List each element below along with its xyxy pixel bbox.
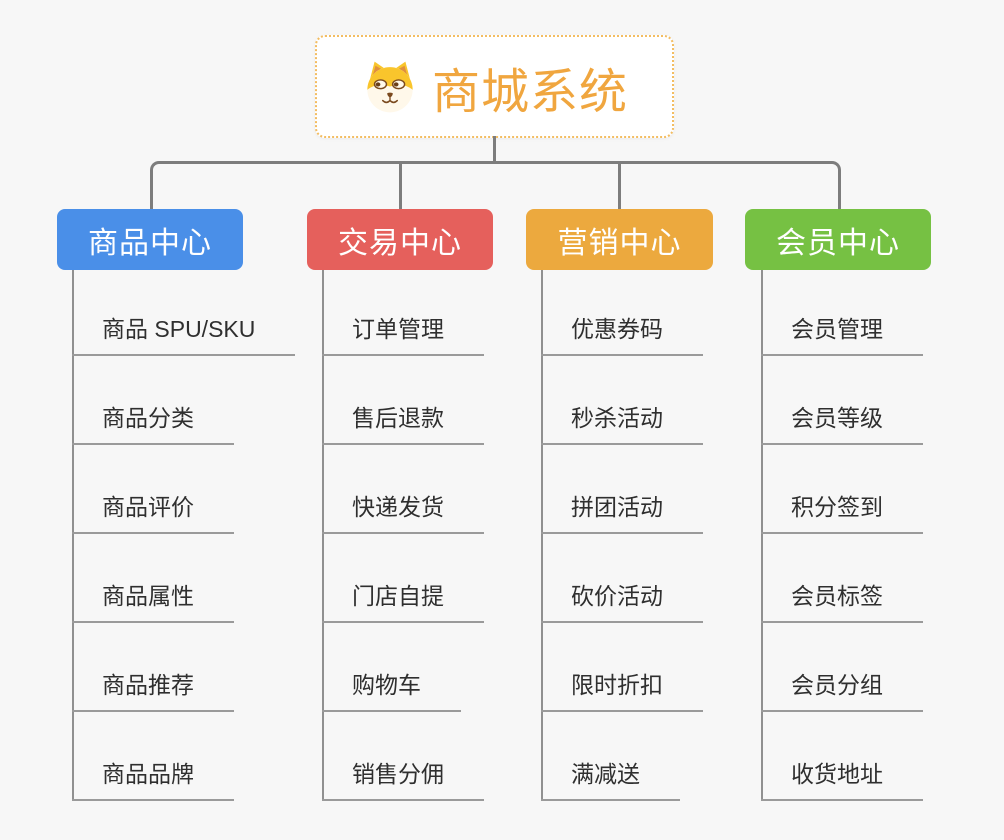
branch-spine-product (72, 270, 74, 801)
leaf-node[interactable]: 快递发货 (322, 492, 484, 534)
branch-label: 商品中心 (88, 226, 212, 260)
branch-spine-trade (322, 270, 324, 801)
connector-root-stem (493, 136, 496, 164)
leaf-node[interactable]: 商品品牌 (72, 759, 234, 801)
connector-corner-right (619, 161, 841, 209)
branch-label: 交易中心 (338, 226, 462, 260)
leaf-node[interactable]: 销售分佣 (322, 759, 484, 801)
leaf-node[interactable]: 满减送 (541, 759, 680, 801)
leaf-node[interactable]: 拼团活动 (541, 492, 703, 534)
branch-node-product-center[interactable]: 商品中心 (57, 209, 243, 270)
leaf-node[interactable]: 购物车 (322, 670, 461, 712)
leaf-node[interactable]: 商品推荐 (72, 670, 234, 712)
connector-corner-left (150, 161, 401, 209)
leaf-node[interactable]: 会员管理 (761, 314, 923, 356)
connector-horizontal (399, 161, 621, 164)
leaf-node[interactable]: 秒杀活动 (541, 403, 703, 445)
leaf-node[interactable]: 砍价活动 (541, 581, 703, 623)
leaf-node[interactable]: 会员标签 (761, 581, 923, 623)
branch-spine-marketing (541, 270, 543, 801)
leaf-node[interactable]: 会员等级 (761, 403, 923, 445)
branch-label: 营销中心 (557, 226, 682, 260)
leaf-node[interactable]: 商品分类 (72, 403, 234, 445)
branch-node-trade-center[interactable]: 交易中心 (307, 209, 493, 270)
branch-node-member-center[interactable]: 会员中心 (745, 209, 931, 270)
leaf-node[interactable]: 收货地址 (761, 759, 923, 801)
leaf-node[interactable]: 会员分组 (761, 670, 923, 712)
leaf-node[interactable]: 订单管理 (322, 314, 484, 356)
leaf-node[interactable]: 优惠券码 (541, 314, 703, 356)
leaf-node[interactable]: 门店自提 (322, 581, 484, 623)
connector-drop-trade (399, 164, 402, 209)
leaf-node[interactable]: 限时折扣 (541, 670, 703, 712)
leaf-node[interactable]: 积分签到 (761, 492, 923, 534)
leaf-node[interactable]: 售后退款 (322, 403, 484, 445)
connector-drop-marketing (618, 164, 621, 209)
branch-node-marketing-center[interactable]: 营销中心 (526, 209, 713, 270)
leaf-node[interactable]: 商品属性 (72, 581, 234, 623)
branch-spine-member (761, 270, 763, 801)
root-node[interactable]: 商城系统 (315, 35, 674, 138)
branch-label: 会员中心 (776, 226, 900, 260)
leaf-node[interactable]: 商品 SPU/SKU (72, 314, 296, 356)
leaf-node[interactable]: 商品评价 (72, 492, 234, 534)
shiba-dog-icon (367, 61, 413, 112)
root-title: 商城系统 (431, 65, 628, 119)
